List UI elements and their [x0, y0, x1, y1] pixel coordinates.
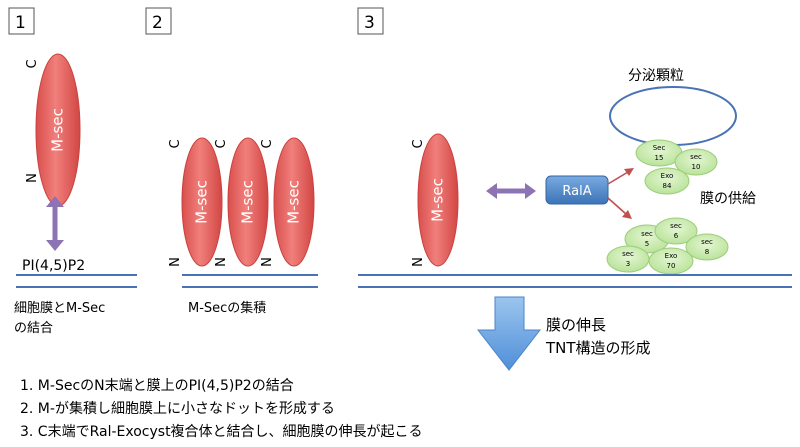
panel-1-caption-line2: の結合 [14, 321, 53, 336]
interaction-double-arrow [486, 183, 536, 199]
c-terminus-label: C [214, 139, 229, 148]
m-sec-protein-c: M-sec C N [260, 137, 315, 267]
complex-subunit-exo70: Exo 70 [648, 247, 694, 275]
m-sec-protein [417, 133, 459, 267]
step-2: 2. M-が集積し細胞膜上に小さなドットを形成する [20, 400, 335, 417]
svg-text:sec: sec [690, 153, 702, 161]
panel-number-box-1: 1 [8, 7, 35, 35]
n-terminus-label: N [260, 257, 275, 267]
pip2-label: PI(4,5)P2 [22, 258, 85, 274]
m-sec-label: M-sec [193, 180, 211, 224]
rala-label: RalA [562, 184, 591, 199]
svg-text:Sec: Sec [653, 144, 666, 152]
svg-text:sec: sec [670, 222, 682, 230]
panel-1: C M-sec N PI(4,5)P2 細胞膜とM-Sec の結合 [14, 53, 137, 336]
svg-text:70: 70 [667, 262, 676, 270]
membrane-supply-label: 膜の供給 [700, 191, 756, 207]
n-terminus-label: N [25, 173, 40, 183]
result-label-line2: TNT構造の形成 [545, 339, 651, 357]
panel-number-box-3: 3 [357, 7, 384, 35]
svg-text:sec: sec [641, 230, 653, 238]
step-3: 3. C末端でRal-Exocyst複合体と結合し、細胞膜の伸長が起こる [20, 423, 423, 440]
panel-number-2: 2 [152, 13, 163, 33]
complex-subunit-sec8: sec 8 [685, 233, 729, 261]
panel-2-caption: M-Secの集積 [188, 300, 266, 316]
lower-exocyst-complex: sec 5 sec 6 sec 8 sec 3 Exo 70 [606, 217, 729, 275]
rala-box: RalA [545, 175, 609, 205]
panel-number-1: 1 [15, 13, 26, 33]
m-sec-protein-a: M-sec C N [168, 137, 223, 267]
binding-double-arrow [46, 196, 64, 251]
c-terminus-label: C [260, 139, 275, 148]
complex-subunit-sec6: sec 6 [654, 217, 698, 245]
panel-number-3: 3 [364, 13, 375, 33]
svg-text:84: 84 [663, 182, 672, 190]
m-sec-label: M-sec [429, 178, 447, 222]
step-1: 1. M-SecのN末端と膜上のPI(4,5)P2の結合 [20, 378, 294, 394]
svg-text:8: 8 [705, 248, 709, 256]
c-terminus-label: C [168, 139, 183, 148]
svg-text:6: 6 [674, 232, 679, 240]
svg-text:3: 3 [626, 260, 630, 268]
c-terminus-label: C [25, 59, 40, 68]
m-sec-label: M-sec [49, 108, 67, 152]
svg-text:Exo: Exo [665, 252, 678, 260]
svg-text:sec: sec [622, 250, 634, 258]
n-terminus-label: N [168, 257, 183, 267]
membrane-extension-down-arrow [476, 296, 542, 371]
panel-1-caption-line1: 細胞膜とM-Sec [14, 301, 105, 316]
rala-to-exocyst-arrows [607, 168, 634, 219]
svg-text:Exo: Exo [661, 172, 674, 180]
svg-text:5: 5 [645, 240, 649, 248]
svg-text:10: 10 [692, 163, 701, 171]
m-sec-label: M-sec [285, 180, 303, 224]
upper-exocyst-complex: Sec 15 sec 10 Exo 84 [635, 139, 718, 195]
n-terminus-label: N [411, 257, 426, 267]
panel-number-box-2: 2 [145, 7, 172, 35]
panel-2: M-sec C N M-sec C N M-sec C N M-Secの集積 [168, 137, 318, 316]
complex-subunit-exo84: Exo 84 [644, 167, 690, 195]
secretory-granule [609, 86, 737, 146]
result-label-line1: 膜の伸長 [546, 316, 606, 334]
n-terminus-label: N [214, 257, 229, 267]
svg-text:sec: sec [701, 238, 713, 246]
panel-3: C M-sec N RalA 分泌顆粒 Sec [358, 68, 792, 371]
c-terminus-label: C [411, 139, 426, 148]
m-sec-protein-b: M-sec C N [214, 137, 269, 267]
step-list: 1. M-SecのN末端と膜上のPI(4,5)P2の結合 2. M-が集積し細胞… [20, 378, 423, 440]
complex-subunit-sec10: sec 10 [674, 148, 718, 176]
complex-subunit-sec3: sec 3 [606, 245, 650, 273]
svg-text:15: 15 [655, 154, 664, 162]
secretory-granule-label: 分泌顆粒 [628, 68, 684, 84]
m-sec-label: M-sec [239, 180, 257, 224]
